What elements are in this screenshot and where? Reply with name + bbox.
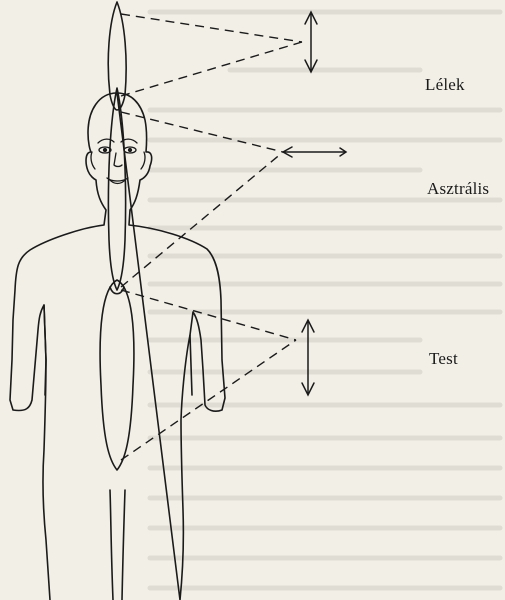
right-inner-arm (190, 335, 192, 395)
left-inner-arm (44, 305, 46, 395)
left-leg-line (110, 490, 113, 600)
astral-arrow (283, 147, 346, 157)
astral-spindle (108, 88, 125, 290)
soul-arrow (305, 12, 317, 72)
right-leg-line (122, 490, 125, 600)
face (91, 139, 145, 183)
body-arrow (302, 320, 314, 395)
body-spindle (100, 280, 134, 470)
label-soul: Lélek (425, 75, 465, 95)
bleed-through-background (150, 12, 500, 588)
label-astral: Asztrális (427, 179, 489, 199)
body-projection-lower (121, 340, 296, 460)
soul-projection-upper (121, 14, 302, 42)
label-body: Test (429, 349, 458, 369)
